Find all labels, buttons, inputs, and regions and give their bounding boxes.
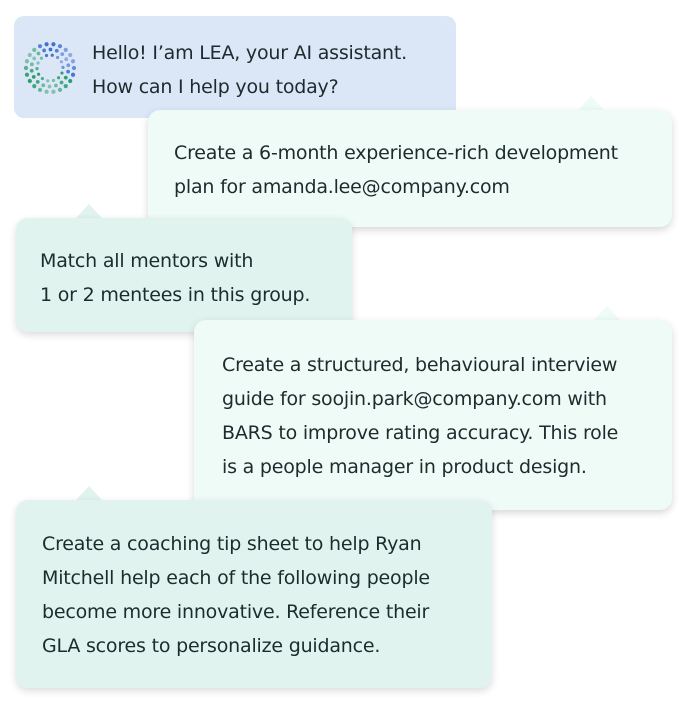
logo-dot [50,53,54,57]
logo-dot [47,84,52,89]
logo-dot [59,60,64,64]
assistant-greeting-text: Hello! I’am LEA, your AI assistant. How … [92,42,407,98]
prompt-bubble-tail [578,96,604,110]
logo-dot [51,89,56,94]
logo-dot [24,72,30,77]
prompt-bubble-tail [76,204,102,218]
prompt-bubble-tail [76,486,102,500]
logo-dot [63,47,68,52]
logo-dot [36,51,41,56]
prompt-bubble-tail [594,306,620,320]
logo-dot [70,59,76,64]
logo-dot [35,79,40,84]
prompt-bubble-development-plan[interactable]: Create a 6-month experience-rich develop… [148,110,672,227]
logo-dot [70,72,76,77]
logo-dot [27,78,32,84]
logo-dot [42,48,47,53]
logo-dot [61,65,65,69]
prompt-text: Create a structured, behavioural intervi… [222,354,619,478]
logo-dot [44,42,49,47]
logo-dot [24,59,30,64]
logo-dot [40,76,44,81]
logo-dot [63,75,68,80]
prompt-text: Match all mentors with 1 or 2 mentees in… [40,250,311,306]
prompt-bubble-match-mentors[interactable]: Match all mentors with 1 or 2 mentees in… [16,218,352,332]
logo-dot [29,68,34,73]
logo-dot [59,80,64,85]
logo-dot [51,78,56,83]
logo-dot [32,47,37,52]
logo-dot [36,61,40,65]
logo-dot [68,78,73,84]
prompt-bubble-interview-guide[interactable]: Create a structured, behavioural intervi… [194,320,672,510]
logo-dot [51,42,56,47]
logo-dot [36,72,41,76]
logo-dot [63,84,68,89]
logo-dot [60,52,65,57]
logo-dot [37,44,43,49]
logo-dot [66,63,71,68]
logo-dot [32,84,37,89]
assistant-greeting-bubble: Hello! I’am LEA, your AI assistant. How … [14,16,456,118]
logo-dot [60,71,64,75]
logo-dot [44,53,49,58]
logo-dot [54,48,59,53]
prompt-text: Create a 6-month experience-rich develop… [174,142,618,198]
prompt-bubble-coaching-tip-sheet[interactable]: Create a coaching tip sheet to help Ryan… [16,500,492,688]
logo-dot [39,56,44,60]
logo-dot [64,57,69,62]
logo-dot [44,89,49,94]
logo-dot [27,52,32,58]
logo-dot [29,62,34,67]
logo-dot [57,44,63,49]
logo-dot [37,87,43,92]
prompt-text: Create a coaching tip sheet to help Ryan… [42,533,430,657]
logo-dot [23,65,29,71]
logo-dot [35,67,39,71]
logo-dot [31,74,36,79]
logo-dot [32,56,37,61]
logo-dot [56,76,61,80]
logo-dot [66,69,71,74]
logo-dot [57,87,63,92]
logo-dot [71,65,77,71]
logo-dot [41,83,46,88]
dotted-ring-logo-icon [23,42,77,94]
logo-dot [48,47,53,52]
logo-dot [56,55,60,60]
logo-dot [46,79,50,83]
logo-dot [68,52,73,58]
logo-dot [53,83,58,88]
